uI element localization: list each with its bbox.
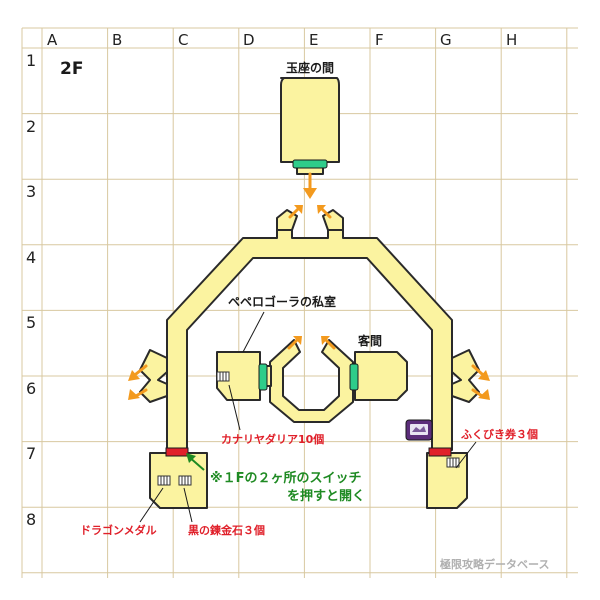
treasure-chest-icon <box>178 475 192 486</box>
exit-arrow-icon <box>128 364 148 381</box>
col-F: F <box>375 31 384 49</box>
col-D: D <box>243 31 255 49</box>
exit-arrow-icon <box>287 336 302 350</box>
treasure-chests <box>157 371 460 486</box>
ticket-label: ふくびき券３個 <box>461 427 538 441</box>
row-1: 1 <box>26 51 36 70</box>
dragon-medal-label: ドラゴンメダル <box>80 523 157 537</box>
exit-arrow-icon <box>471 388 490 400</box>
green-door-icon <box>292 159 328 169</box>
arch-corridor <box>166 229 453 451</box>
red-door-icon <box>428 447 452 457</box>
guest-room <box>354 351 408 401</box>
exit-arrow-icon <box>303 172 317 199</box>
row-3: 3 <box>26 182 36 201</box>
ore-label: 黒の鍊金石３個 <box>188 523 265 537</box>
note-line-1: ※１Fの２ヶ所のスイッチ <box>210 470 362 486</box>
treasure-chest-icon <box>446 457 460 468</box>
green-door-icon <box>258 363 268 391</box>
row-5: 5 <box>26 313 36 332</box>
note-pointer <box>186 453 205 471</box>
exit-arrow-icon <box>288 205 303 219</box>
throne-room <box>280 77 340 163</box>
canary-label: カナリヤダリア10個 <box>221 432 324 446</box>
red-door-icon <box>165 447 189 457</box>
col-H: H <box>506 31 517 49</box>
map-floor <box>139 77 480 509</box>
exit-arrow-icon <box>471 364 490 381</box>
pointer-lines <box>139 311 477 523</box>
row-8: 8 <box>26 510 36 529</box>
row-4: 4 <box>26 248 36 267</box>
pepelo-room <box>216 351 261 401</box>
guest-room-label: 客間 <box>357 333 382 348</box>
note-line-2: を押すと開く <box>287 488 365 504</box>
pepelo-room-label: ペペロゴーラの私室 <box>228 294 336 309</box>
ring-corridor <box>269 339 354 423</box>
row-7: 7 <box>26 444 36 463</box>
watermark: 極限攻略データベース <box>439 557 549 571</box>
floor-label: 2F <box>60 59 83 79</box>
throne-room-label: 玉座の間 <box>286 60 334 75</box>
exit-arrows <box>128 172 490 400</box>
exit-arrow-icon <box>128 388 148 400</box>
exit-arrow-icon <box>317 205 332 219</box>
col-A: A <box>47 31 58 49</box>
doors <box>165 159 452 457</box>
exit-arrow-icon <box>321 336 336 350</box>
grid-headers: A B C D E F G H 1 2 3 4 5 6 7 8 <box>26 31 517 529</box>
green-door-icon <box>349 363 359 391</box>
col-B: B <box>112 31 122 49</box>
row-2: 2 <box>26 117 36 136</box>
treasure-chest-icon <box>216 371 230 382</box>
col-G: G <box>440 31 452 49</box>
col-E: E <box>309 31 318 49</box>
col-C: C <box>178 31 188 49</box>
treasure-chest-icon <box>157 475 171 486</box>
shop-sign-icon <box>405 419 433 441</box>
row-6: 6 <box>26 379 36 398</box>
